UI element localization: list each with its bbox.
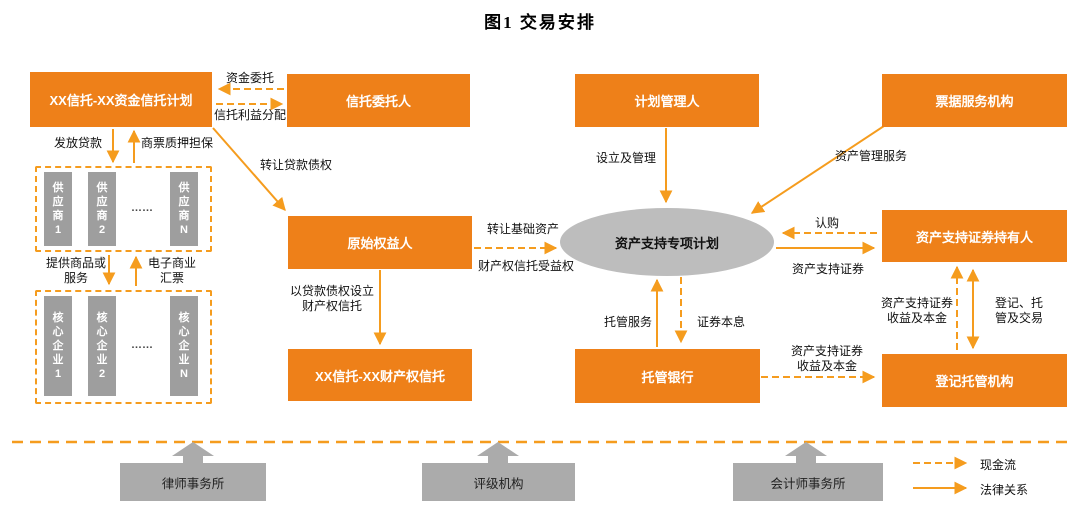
suppliers-group-border bbox=[35, 166, 212, 252]
core-ellipsis: …… bbox=[131, 339, 153, 351]
legend-cash-flow-label: 现金流 bbox=[980, 458, 1017, 472]
arrow-asset-mgmt bbox=[750, 125, 885, 214]
label-provide-goods: 提供商品或 服务 bbox=[45, 256, 107, 285]
node-law-firm: 律师事务所 bbox=[120, 463, 266, 501]
label-custody-service: 托管服务 bbox=[603, 315, 653, 329]
label-issue-loan: 发放贷款 bbox=[53, 136, 103, 150]
label-setup-property-trust: 以贷款债权设立 财产权信托 bbox=[289, 284, 375, 313]
label-transfer-base-asset: 转让基础资产 bbox=[486, 222, 560, 236]
node-accounting-firm: 会计师事务所 bbox=[733, 463, 883, 501]
suppliers-ellipsis: …… bbox=[131, 202, 153, 214]
node-supplier-1: 供应商1 bbox=[44, 172, 72, 246]
node-spv-ellipse: 资产支持专项计划 bbox=[560, 208, 774, 276]
gray-block-arrows bbox=[172, 442, 827, 463]
node-bill-service: 票据服务机构 bbox=[882, 74, 1067, 127]
node-custodian-bank: 托管银行 bbox=[575, 349, 760, 403]
node-supplier-n: 供应商N bbox=[170, 172, 198, 246]
accounting-firm-arrow bbox=[785, 442, 827, 463]
solid-arrows bbox=[102, 125, 980, 495]
node-originator: 原始权益人 bbox=[288, 216, 472, 269]
label-subscribe: 认购 bbox=[814, 216, 840, 230]
node-core-1: 核心企业1 bbox=[44, 296, 72, 396]
label-asset-mgmt-service: 资产管理服务 bbox=[834, 149, 908, 163]
label-trust-benefit-dist: 信托利益分配 bbox=[213, 108, 287, 122]
label-e-commercial-bill: 电子商业 汇票 bbox=[147, 256, 197, 285]
node-registry: 登记托管机构 bbox=[882, 354, 1067, 407]
node-core-n: 核心企业N bbox=[170, 296, 198, 396]
dashed-arrows bbox=[216, 82, 968, 470]
label-securities-pi: 证券本息 bbox=[696, 315, 746, 329]
arrow-transfer-loan bbox=[212, 127, 286, 211]
node-holder: 资产支持证券持有人 bbox=[882, 210, 1067, 262]
label-fund-entrust: 资金委托 bbox=[225, 71, 275, 85]
label-bill-pledge: 商票质押担保 bbox=[140, 136, 214, 150]
node-rating-agency: 评级机构 bbox=[422, 463, 575, 501]
node-trust-plan: XX信托-XX资金信托计划 bbox=[30, 72, 212, 127]
node-core-2: 核心企业2 bbox=[88, 296, 116, 396]
node-plan-manager: 计划管理人 bbox=[575, 74, 759, 127]
label-register-custody-trade: 登记、托 管及交易 bbox=[994, 296, 1044, 325]
label-property-trust-benefit: 财产权信托受益权 bbox=[477, 259, 575, 273]
core-group-border bbox=[35, 290, 212, 404]
label-transfer-loan: 转让贷款债权 bbox=[259, 158, 333, 172]
label-abs-income-from-bank: 资产支持证券 收益及本金 bbox=[790, 344, 864, 373]
node-property-trust: XX信托-XX财产权信托 bbox=[288, 349, 472, 401]
label-abs-securities: 资产支持证券 bbox=[791, 262, 865, 276]
node-trust-client: 信托委托人 bbox=[287, 74, 470, 127]
label-setup-and-manage: 设立及管理 bbox=[595, 151, 657, 165]
label-abs-income-to-holder: 资产支持证券 收益及本金 bbox=[880, 296, 954, 325]
law-firm-arrow bbox=[172, 442, 214, 463]
figure-title: 图1 交易安排 bbox=[484, 13, 596, 32]
legend-legal-relation-label: 法律关系 bbox=[980, 483, 1029, 497]
rating-agency-arrow bbox=[477, 442, 519, 463]
node-supplier-2: 供应商2 bbox=[88, 172, 116, 246]
